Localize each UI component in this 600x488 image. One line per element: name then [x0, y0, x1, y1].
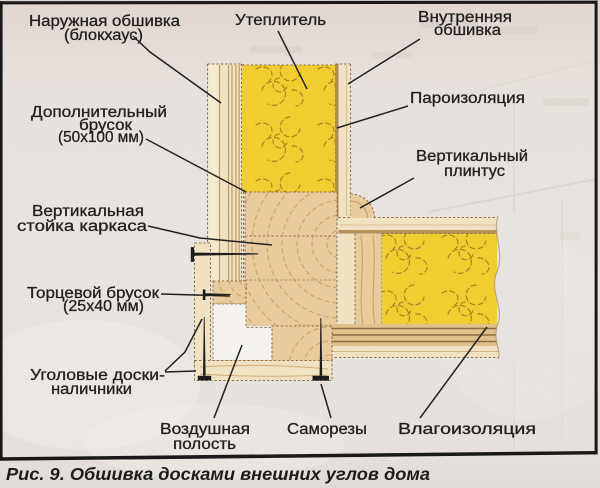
- svg-text:Рис. 9. Обшивка досками внешни: Рис. 9. Обшивка досками внешних углов до…: [6, 464, 430, 484]
